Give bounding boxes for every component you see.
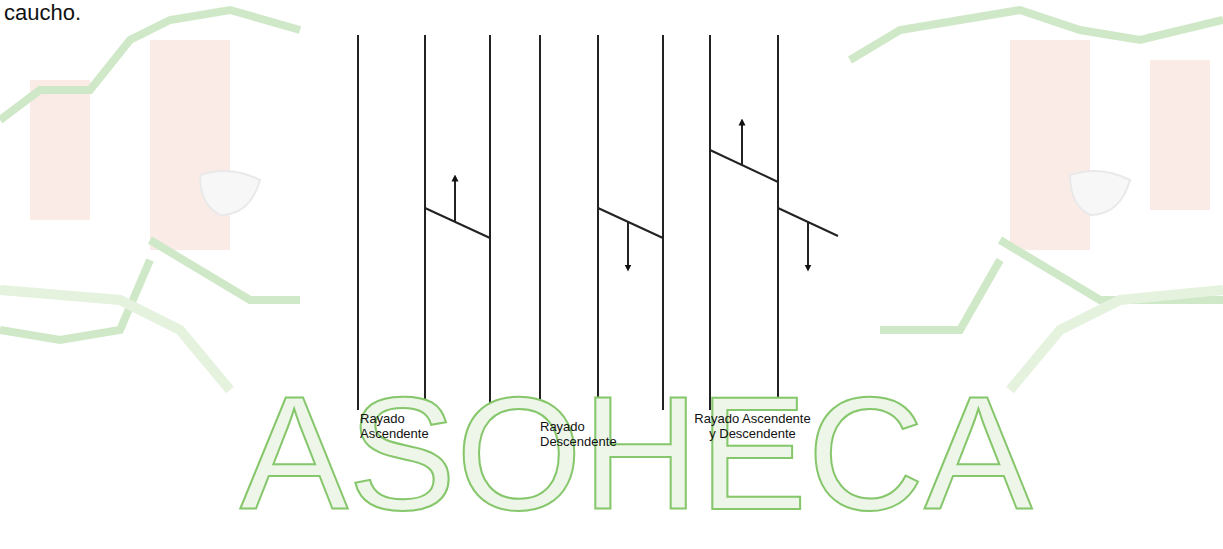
scratch-lines	[358, 35, 838, 410]
watermark-text: ASOHECA	[240, 372, 1032, 534]
text-fragment: caucho.	[4, 0, 81, 25]
figure-label: Rayado Ascendente	[360, 412, 440, 442]
figure-label: Rayado Descendente	[540, 420, 620, 450]
figure-panel	[343, 10, 838, 410]
watermark-logo-left	[0, 10, 300, 390]
watermark-logo-right	[850, 10, 1223, 390]
figure-label: Rayado Ascendente y Descendente	[690, 412, 815, 442]
